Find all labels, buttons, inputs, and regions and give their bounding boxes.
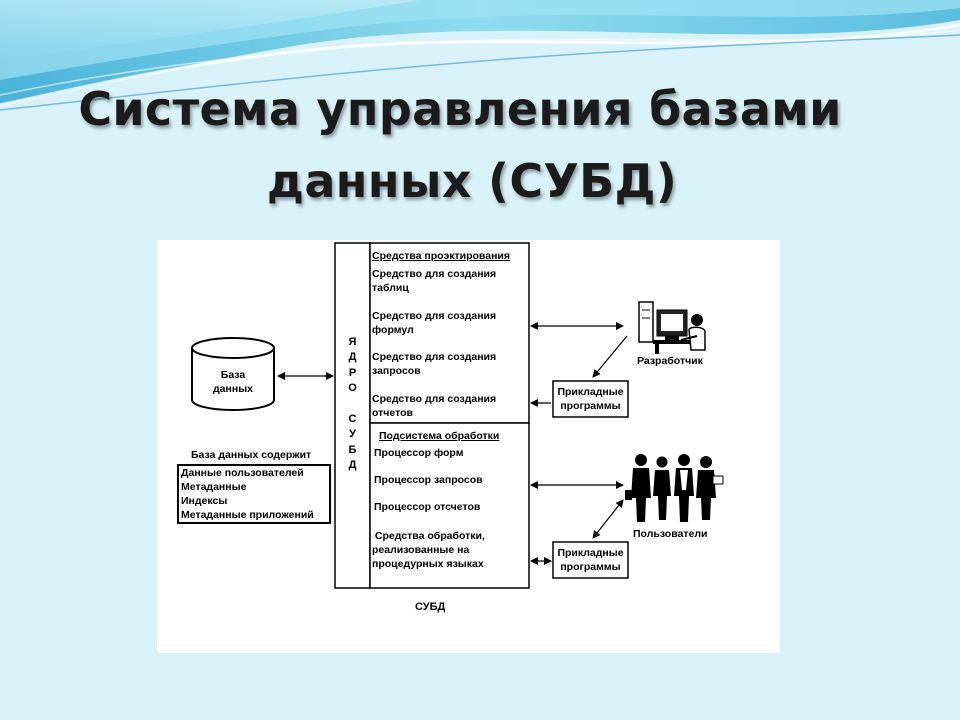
database-contents-box	[177, 464, 331, 524]
slide-title-line-2: данных (СУБД)	[266, 154, 678, 208]
processing-box	[369, 422, 530, 589]
processing-item: Процессор запросов	[374, 474, 483, 486]
design-tool-item: Средство для создания отчетов	[372, 393, 497, 419]
database-contents-item: Данные пользователей	[181, 467, 304, 479]
database-contents-item: Метаданные	[181, 481, 247, 493]
arrow-users-apps	[592, 499, 624, 539]
database-cylinder-icon	[191, 337, 275, 411]
database-contents-item: Метаданные приложений	[181, 509, 314, 521]
design-tools-box	[369, 242, 530, 424]
design-tool-item: Средство для создания запросов	[372, 351, 497, 377]
processing-item: Процессор форм	[374, 447, 464, 459]
dbms-caption: СУБД	[415, 601, 446, 613]
processing-item: Процессор отсчетов	[374, 501, 481, 513]
diagram-lines	[177, 242, 724, 589]
design-tool-item: Средство для создания формул	[372, 310, 497, 336]
developer-at-computer-icon	[638, 301, 706, 354]
arrow-developer-apps	[592, 335, 628, 378]
group-of-people-icon	[625, 454, 724, 522]
processing-item: Средства обработки, реализованные на про…	[372, 530, 485, 570]
slide-title-line-1: Система управления базами	[78, 82, 842, 136]
design-tool-item: Средство для создания таблиц	[372, 268, 497, 294]
app-programs-top-box	[552, 380, 629, 418]
developer-label: Разработчик	[637, 355, 703, 367]
app-programs-bottom-label: Прикладные программы	[557, 547, 624, 573]
core-label: Я Д Р О С У Б Д	[348, 336, 357, 472]
dbms-diagram: База данных База данных содержит Данные …	[157, 240, 780, 653]
users-label: Пользователи	[633, 528, 708, 540]
app-programs-top-label: Прикладные программы	[557, 386, 624, 412]
design-tools-heading: Средства проэктирования	[372, 250, 511, 262]
app-programs-bottom-box	[552, 541, 629, 579]
database-label: База данных	[213, 369, 253, 395]
database-contents-heading: База данных содержит	[191, 449, 312, 461]
database-contents-item: Индексы	[181, 495, 228, 507]
processing-heading: Подсистема обработки	[379, 430, 500, 442]
